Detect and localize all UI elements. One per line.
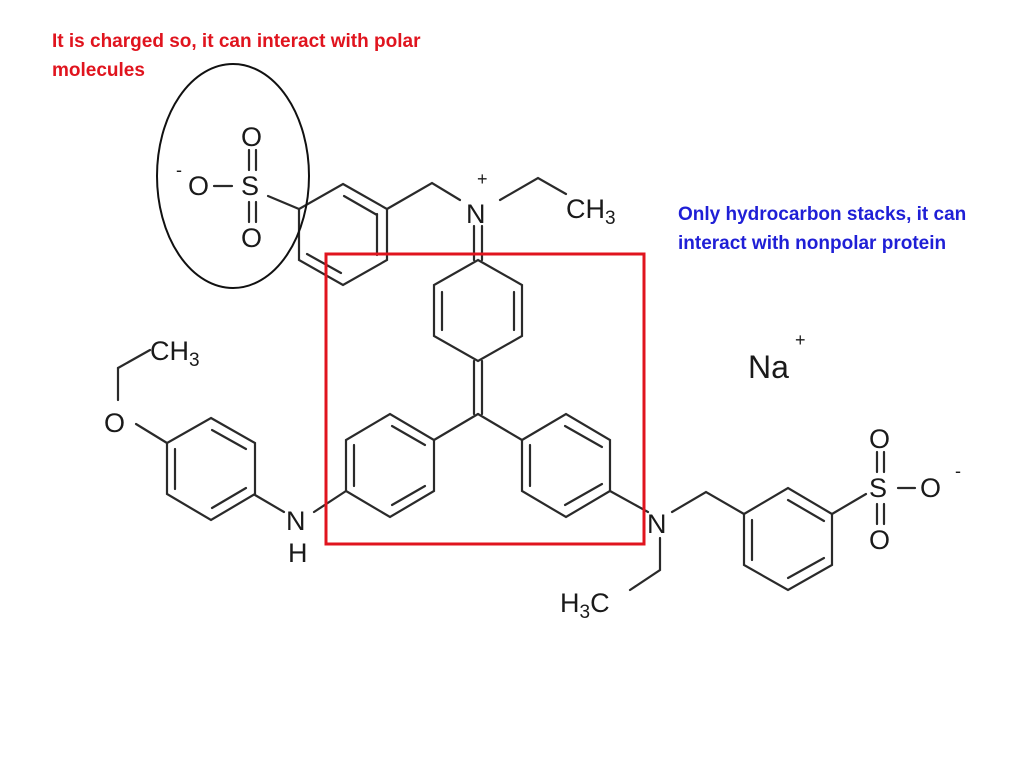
- bond-ch2-ch3: [116, 348, 152, 370]
- charge-minus-right: -: [955, 461, 961, 481]
- bond-ring-s: [266, 194, 301, 211]
- ring-center-right: [520, 412, 612, 519]
- annotation-hydrocarbon-stack: Only hydrocarbon stacks, it can interact…: [678, 204, 967, 254]
- charge-plus-n: +: [477, 169, 488, 189]
- atom-o-ethoxy: O: [104, 408, 125, 438]
- bond-n-ch2-right: [670, 490, 746, 516]
- atom-o-minus-left: O: [188, 171, 209, 201]
- hydrocarbon-stack-box: [324, 252, 646, 546]
- bond-ring-s-right: [830, 492, 868, 516]
- charge-plus-sodium: +: [795, 330, 806, 350]
- ring-top-left: [297, 182, 389, 287]
- atom-o-bottom-left: O: [241, 223, 262, 253]
- atom-o-top-right: O: [869, 424, 890, 454]
- atom-sodium: Na: [748, 349, 789, 385]
- ring-ethoxy-phenyl: [165, 416, 257, 522]
- atom-o-bottom-right: O: [869, 525, 890, 555]
- bond-n-ethyl-right: [628, 536, 662, 592]
- atom-ch3-ethoxy: CH3: [150, 336, 200, 371]
- ring-center-left: [344, 412, 436, 519]
- atom-s-left: S: [241, 171, 259, 201]
- bond-ring-ch2-n: [385, 181, 462, 211]
- bond-ring-n-right: [608, 489, 650, 514]
- atom-o-top: O: [241, 122, 262, 152]
- atom-n-right: N: [647, 509, 667, 539]
- ring-quinoid: [432, 258, 524, 363]
- atom-h3c: H3C: [560, 588, 610, 623]
- atom-o-minus-right: O: [920, 473, 941, 503]
- annotation-charged-group: It is charged so, it can interact with p…: [52, 31, 421, 81]
- atom-n-amine: N: [286, 506, 306, 536]
- atom-ch3-top: CH3: [566, 194, 616, 229]
- ring-right-sulfonate: [742, 486, 834, 592]
- atom-n-plus: N: [466, 199, 486, 229]
- charge-minus-left: -: [176, 160, 182, 180]
- bond-n-ethyl: [498, 176, 568, 202]
- bond-nh-ring: [312, 489, 348, 514]
- charged-group-ellipse: [156, 63, 310, 289]
- bond-center-left: [432, 412, 480, 442]
- bond-o-ring: [134, 422, 169, 445]
- bond-center-right: [476, 412, 524, 442]
- atom-s-right: S: [869, 473, 887, 503]
- atom-h-amine: H: [288, 538, 308, 568]
- bond-nh-left-ring: [253, 493, 286, 514]
